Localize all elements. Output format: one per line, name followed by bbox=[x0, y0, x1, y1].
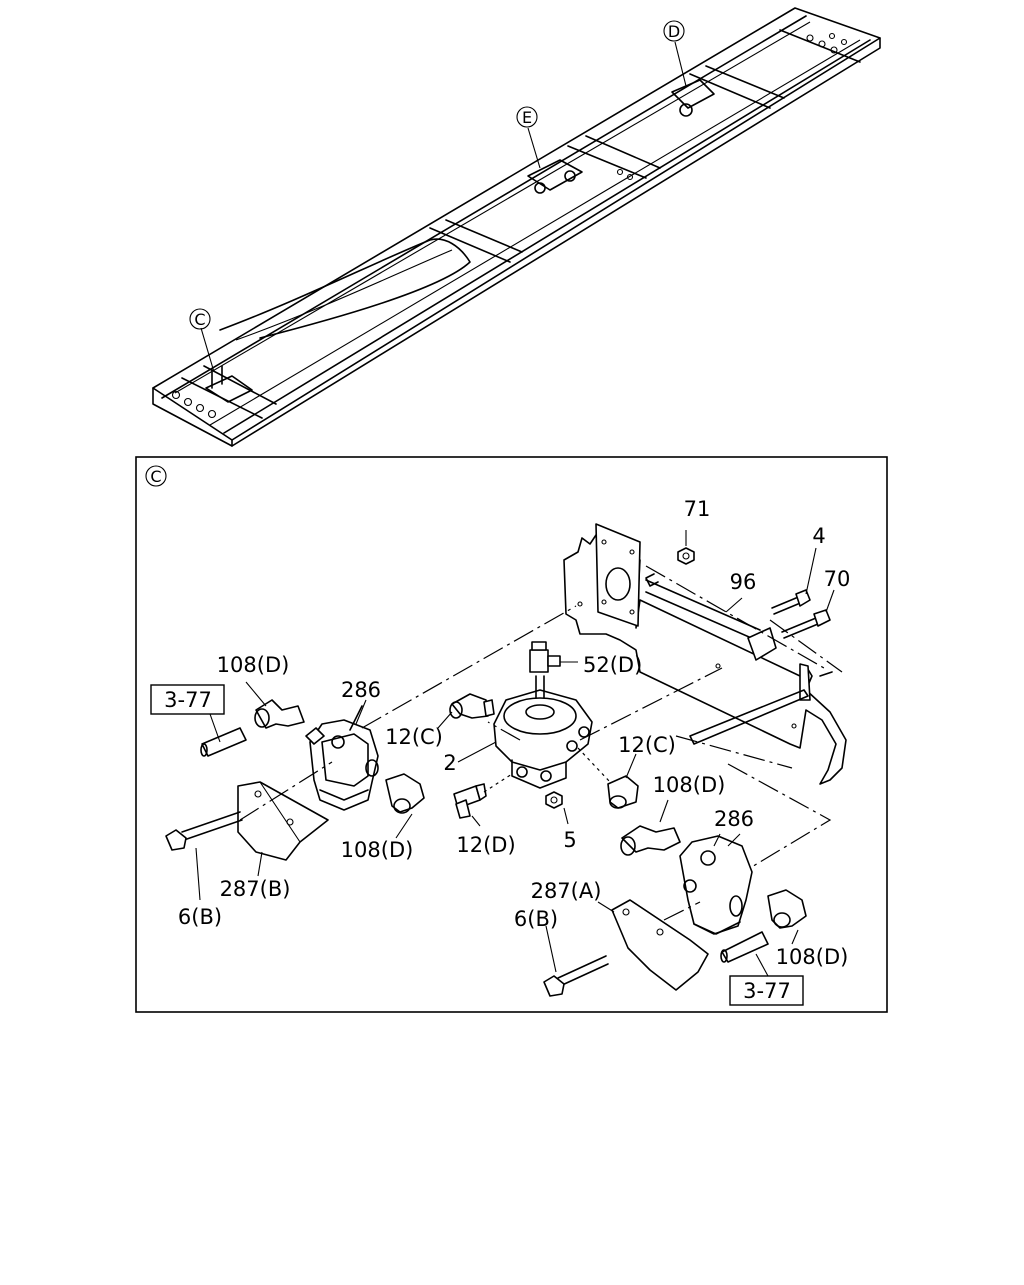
relay-valve-icon bbox=[493, 675, 593, 789]
hose-left bbox=[200, 713, 247, 757]
bolt-4 bbox=[771, 547, 817, 615]
svg-text:C: C bbox=[194, 310, 205, 329]
chassis-frame-icon bbox=[152, 7, 881, 447]
hose-right bbox=[720, 931, 769, 977]
fitting-12d bbox=[453, 773, 513, 827]
label-leaders bbox=[355, 699, 721, 847]
shield-287a bbox=[597, 899, 709, 991]
label-286-left: 286 bbox=[341, 678, 381, 702]
label-108-mid-left: 108(D) bbox=[341, 838, 414, 862]
label-2: 2 bbox=[443, 751, 456, 775]
callout-c: C bbox=[189, 308, 211, 330]
tee-fitting-52 bbox=[529, 641, 578, 673]
bolt-6b-left bbox=[165, 811, 243, 901]
valve-286-left bbox=[305, 705, 379, 811]
label-12c-left: 12(C) bbox=[385, 725, 443, 749]
ref-box-left: 3-77 bbox=[150, 684, 225, 715]
label-71: 71 bbox=[684, 497, 711, 521]
svg-text:C: C bbox=[150, 467, 161, 486]
nut-71 bbox=[677, 530, 695, 565]
label-287a: 287(A) bbox=[531, 879, 602, 903]
ref-box-right: 3-77 bbox=[729, 975, 804, 1006]
detail-frame bbox=[135, 456, 888, 1013]
label-52d: 52(D) bbox=[583, 653, 642, 677]
label-108-upper-left: 108(D) bbox=[217, 653, 290, 677]
label-6b-right: 6(B) bbox=[514, 907, 558, 931]
fitting-12c-upper bbox=[449, 693, 495, 719]
callout-e: E bbox=[516, 106, 538, 128]
label-286-right: 286 bbox=[714, 807, 754, 831]
elbow-108-upper-right bbox=[620, 799, 681, 856]
bolt-6b-right bbox=[543, 925, 609, 997]
elbow-108-lower-right bbox=[767, 889, 807, 945]
label-4: 4 bbox=[812, 524, 825, 548]
svg-text:3-77: 3-77 bbox=[743, 979, 791, 1003]
label-108-lower-right: 108(D) bbox=[776, 945, 849, 969]
valve-286-right bbox=[679, 833, 753, 935]
label-12c-right: 12(C) bbox=[618, 733, 676, 757]
fitting-12c-right bbox=[577, 747, 639, 809]
label-12d: 12(D) bbox=[456, 833, 515, 857]
nut-5 bbox=[545, 791, 569, 825]
label-5: 5 bbox=[563, 828, 576, 852]
elbow-108-upper-left bbox=[245, 681, 305, 729]
detail-marker: C bbox=[145, 465, 167, 487]
svg-text:3-77: 3-77 bbox=[164, 688, 212, 712]
leader-96 bbox=[725, 597, 743, 613]
label-70: 70 bbox=[824, 567, 851, 591]
svg-text:D: D bbox=[668, 22, 680, 41]
svg-text:E: E bbox=[522, 108, 532, 127]
bolt-70 bbox=[781, 589, 835, 639]
label-6b-left: 6(B) bbox=[178, 905, 222, 929]
elbow-108-lower-left bbox=[385, 773, 425, 839]
callout-d: D bbox=[663, 20, 685, 42]
label-96: 96 bbox=[730, 570, 757, 594]
shield-287b bbox=[237, 781, 329, 877]
assembly-lines bbox=[239, 565, 843, 921]
label-287b: 287(B) bbox=[220, 877, 291, 901]
label-108-mid-right: 108(D) bbox=[653, 773, 726, 797]
